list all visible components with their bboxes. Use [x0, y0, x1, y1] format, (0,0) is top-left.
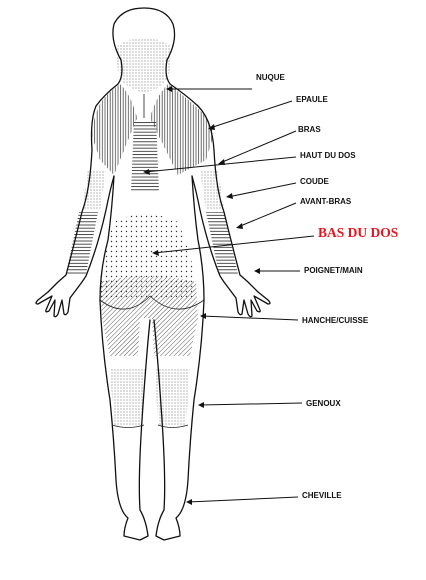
forearm-left-region: [66, 212, 98, 274]
hip-thigh-region: [100, 276, 198, 356]
upper-back-region: [131, 120, 159, 192]
forearm-right-region: [206, 212, 238, 274]
label-genoux: GENOUX: [306, 399, 341, 408]
label-epaule: EPAULE: [296, 95, 329, 104]
label-bras: BRAS: [298, 125, 321, 134]
label-hanche-cuisse: HANCHE/CUISSE: [302, 316, 369, 325]
label-coude: COUDE: [300, 177, 330, 186]
neck-region: [117, 38, 171, 92]
shoulder-left-region: [92, 84, 137, 175]
label-poignet-main: POIGNET/MAIN: [304, 266, 363, 275]
knee-left-region: [110, 368, 146, 425]
elbow-right-region: [200, 170, 224, 210]
label-avant-bras: AVANT-BRAS: [300, 197, 352, 206]
region-fills: [66, 38, 238, 425]
label-cheville: CHEVILLE: [302, 491, 342, 500]
shoulder-right-region: [150, 84, 214, 175]
label-nuque: NUQUE: [256, 73, 286, 82]
label-haut-du-dos: HAUT DU DOS: [300, 151, 356, 160]
label-bas-du-dos: BAS DU DOS: [318, 225, 398, 240]
region-labels: NUQUE EPAULE BRAS HAUT DU DOS COUDE AVAN…: [256, 73, 398, 500]
elbow-left-region: [82, 170, 106, 210]
